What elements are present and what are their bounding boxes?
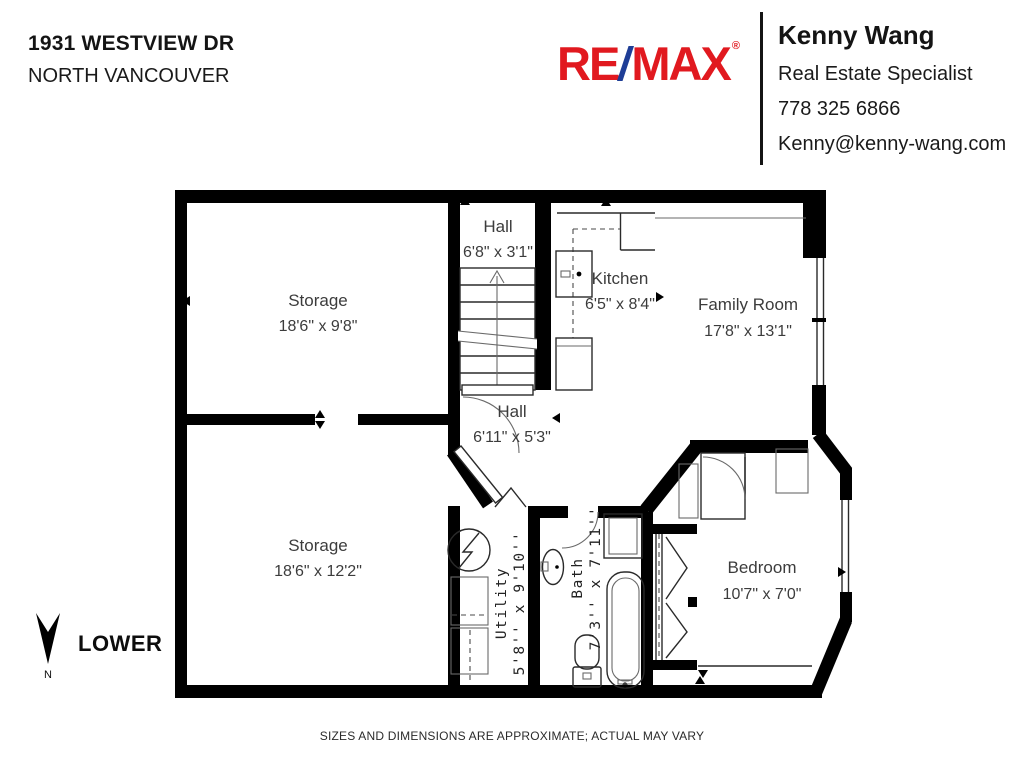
- room-label-bath: Bath 7'3'' x 7'11'': [570, 506, 604, 651]
- room-label-storage-lower: Storage 18'6" x 12'2": [274, 536, 362, 580]
- room-name: Bedroom: [728, 558, 797, 577]
- bathtub: [606, 571, 645, 689]
- disclaimer-text: SIZES AND DIMENSIONS ARE APPROXIMATE; AC…: [319, 729, 705, 743]
- room-name: Storage: [288, 536, 348, 555]
- bedroom-bay-window: [841, 500, 850, 592]
- hall-doors: [453, 396, 527, 508]
- remax-logo-max: MAX: [631, 37, 731, 90]
- hall-door-arc: [462, 396, 520, 454]
- washer-box: [450, 576, 489, 626]
- agent-title: Real Estate Specialist: [778, 63, 973, 85]
- kitchen-appliance: [555, 250, 593, 298]
- bifold-door-lower: [665, 602, 688, 659]
- room-dims: 10'7" x 7'0": [723, 586, 802, 603]
- room-label-storage-upper: Storage 18'6" x 9'8": [279, 291, 358, 335]
- staircase: [457, 267, 538, 396]
- agent-contact-card: Kenny Wang Real Estate Specialist 778 32…: [778, 20, 1006, 156]
- lightning-bolt-icon: [458, 532, 480, 569]
- electrical-panel-icon: [447, 528, 491, 572]
- agent-name: Kenny Wang: [778, 20, 935, 50]
- room-label-bedroom: Bedroom 10'7" x 7'0": [723, 558, 802, 603]
- bath-sink: [540, 548, 565, 586]
- room-label-hall-lower: Hall 6'11" x 5'3": [473, 402, 551, 446]
- address-street: 1931 WESTVIEW DR: [28, 32, 235, 55]
- kitchen-lower-cabinet: [555, 337, 593, 391]
- agent-email: Kenny@kenny-wang.com: [778, 133, 1007, 155]
- bedroom-dresser: [775, 448, 809, 494]
- room-dims: 18'6" x 12'2": [274, 563, 362, 580]
- room-label-hall-upper: Hall 6'8" x 3'1": [463, 217, 533, 261]
- bath-fixtures: [540, 511, 645, 689]
- room-dims: 7'3'' x 7'11'': [588, 506, 604, 651]
- bedroom-closet-top: [678, 452, 746, 520]
- dimension-ticks: [182, 197, 846, 684]
- room-dims: 17'8" x 13'1": [704, 323, 792, 340]
- room-name: Hall: [483, 217, 512, 236]
- agent-phone: 778 325 6866: [778, 98, 901, 120]
- windows: [655, 217, 850, 667]
- room-label-kitchen: Kitchen 6'5" x 8'4": [585, 269, 655, 313]
- room-name: Utility: [494, 567, 510, 639]
- remax-logo-re: RE: [557, 37, 620, 90]
- room-dims: 6'5" x 8'4": [585, 296, 655, 313]
- bath-shelf: [603, 513, 643, 559]
- kitchen-counters: [555, 212, 655, 391]
- property-address: 1931 WESTVIEW DR NORTH VANCOUVER: [28, 32, 234, 88]
- room-name: Hall: [497, 402, 526, 421]
- open-doorway-marker: [494, 486, 527, 508]
- toilet: [572, 634, 602, 688]
- bifold-door-upper: [665, 536, 688, 600]
- dryer-box: [450, 627, 489, 675]
- stair-up-arrow-icon: [489, 269, 505, 284]
- north-arrow: N: [36, 613, 60, 681]
- room-name: Bath: [570, 557, 586, 598]
- room-label-family-room: Family Room 17'8" x 13'1": [698, 295, 798, 340]
- utility-fixtures: [447, 528, 491, 684]
- remax-logo: RE/MAX®: [557, 37, 740, 90]
- bedroom-closet-left: [655, 534, 688, 660]
- address-city: NORTH VANCOUVER: [28, 65, 230, 87]
- room-name: Family Room: [698, 295, 798, 314]
- family-room-window: [812, 258, 826, 385]
- bedroom-fixtures: [655, 448, 809, 660]
- chamfer-door-leaf: [453, 445, 504, 504]
- level-label: LOWER: [78, 631, 162, 656]
- stair-doorway: [461, 384, 534, 396]
- room-name: Kitchen: [592, 269, 649, 288]
- room-dims: 6'8" x 3'1": [463, 244, 533, 261]
- north-label: N: [44, 669, 52, 681]
- room-dims: 5'8'' x 9'10'': [512, 531, 528, 676]
- room-label-utility: Utility 5'8'' x 9'10'': [494, 531, 528, 676]
- registered-trademark-icon: ®: [731, 40, 740, 52]
- header-divider: [760, 12, 763, 165]
- bath-door-arc: [561, 511, 599, 549]
- room-name: Storage: [288, 291, 348, 310]
- room-dims: 18'6" x 9'8": [279, 318, 358, 335]
- room-dims: 6'11" x 5'3": [473, 429, 551, 446]
